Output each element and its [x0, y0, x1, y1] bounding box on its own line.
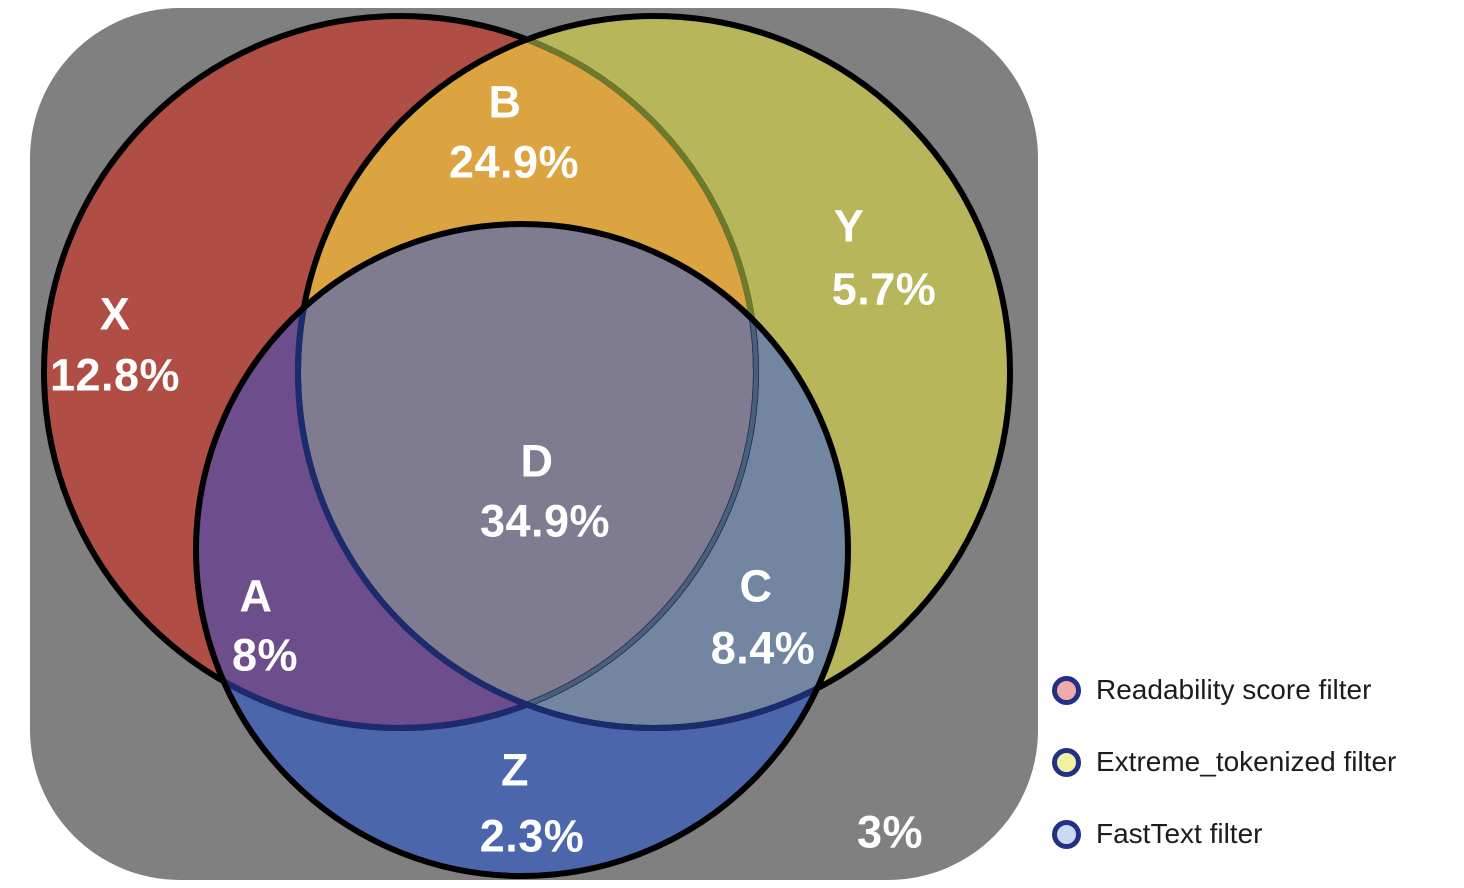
fasttext-circle-edge: [193, 221, 851, 879]
region-value-c: 8.4%: [710, 622, 816, 674]
region-label-x: X: [99, 288, 131, 340]
legend-label-extreme-tokenized: Extreme_tokenized filter: [1096, 746, 1397, 777]
region-value-outside: 3%: [856, 806, 924, 858]
legend: Readability score filter Extreme_tokeniz…: [1052, 674, 1396, 850]
region-label-b: B: [488, 76, 522, 128]
region-label-c: C: [739, 560, 773, 612]
region-value-a: 8%: [231, 629, 299, 681]
legend-item-readability: Readability score filter: [1052, 674, 1396, 706]
region-value-d: 34.9%: [479, 495, 611, 547]
region-label-z: Z: [501, 744, 529, 796]
extreme-tokenized-edge-navy-tint: [295, 224, 848, 731]
extreme-tokenized-marker-icon: [1052, 747, 1081, 777]
readability-edge-steel-tint: [298, 224, 759, 728]
legend-item-extreme-tokenized: Extreme_tokenized filter: [1052, 746, 1396, 778]
region-label-a: A: [239, 570, 273, 622]
readability-marker-icon: [1052, 675, 1081, 705]
region-label-d: D: [520, 435, 554, 487]
region-value-x: 12.8%: [49, 349, 181, 401]
legend-label-fasttext: FastText filter: [1096, 818, 1263, 849]
fasttext-marker-icon: [1052, 819, 1081, 849]
region-label-y: Y: [833, 200, 865, 252]
region-value-y: 5.7%: [831, 263, 937, 315]
legend-item-fasttext: FastText filter: [1052, 818, 1396, 850]
region-value-z: 2.3%: [479, 810, 585, 862]
legend-label-readability: Readability score filter: [1096, 674, 1372, 705]
region-value-b: 24.9%: [448, 136, 580, 188]
